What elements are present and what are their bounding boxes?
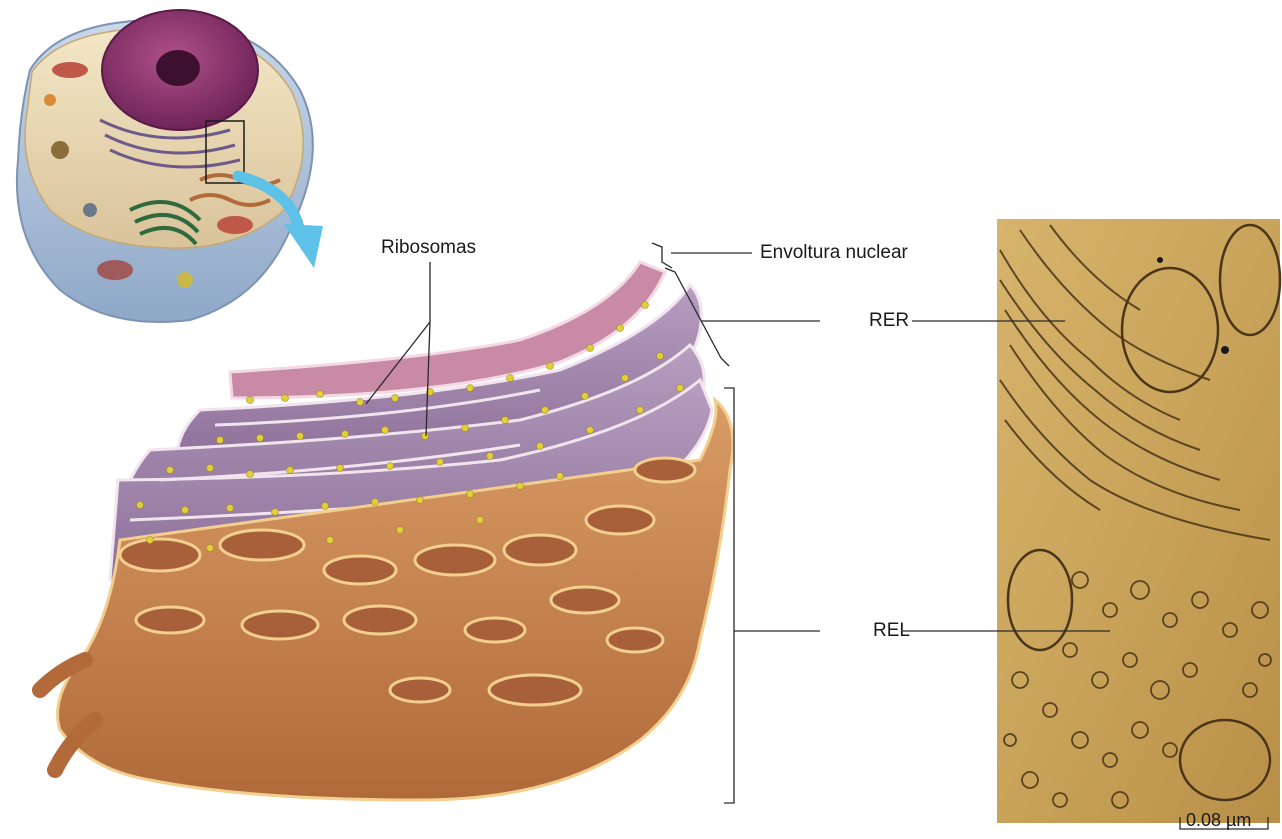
label-scale-bar: 0.08 µm (1186, 811, 1251, 829)
bracket-envelope (652, 243, 672, 268)
label-rel: REL (873, 621, 910, 640)
label-ribosomes: Ribosomas (381, 238, 476, 257)
electron-micrograph (997, 219, 1280, 823)
label-nuclear-envelope: Envoltura nuclear (760, 243, 908, 262)
cell-illustration (17, 10, 313, 322)
label-rer: RER (869, 311, 909, 330)
er-illustration (40, 262, 733, 800)
